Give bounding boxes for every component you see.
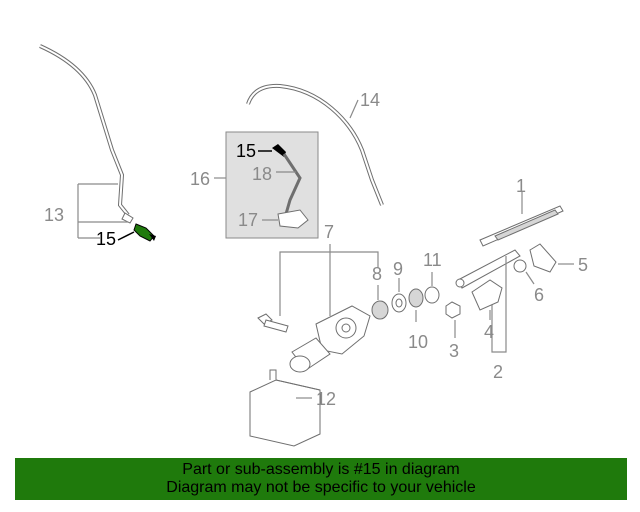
washer-hose-13 [39,44,134,224]
wiper-motor-7 [289,305,371,373]
nut-3 [445,301,461,319]
label-3: 3 [449,341,459,361]
nozzle-15-highlight [133,223,156,242]
callout-7-bracket [279,251,379,316]
info-banner: Part or sub-assembly is #15 in diagram D… [15,458,627,500]
washer-10 [408,288,424,308]
label-18: 18 [252,164,272,184]
callout-2-bracket [491,256,507,353]
callout-13-bracket [77,183,128,239]
callout-14-line [349,99,359,119]
label-10: 10 [408,332,428,352]
label-9: 9 [393,259,403,279]
label-15-hose: 15 [96,229,116,249]
banner-line-1: Part or sub-assembly is #15 in diagram [182,461,460,478]
callout-6-line [525,271,535,285]
module-12 [249,369,321,447]
nut-6 [513,259,527,273]
label-14: 14 [360,90,380,110]
cap-5 [529,243,557,273]
bushing-8 [371,300,389,320]
wiper-arm-2 [455,249,521,289]
label-6: 6 [534,285,544,305]
nozzle-15-inset [272,144,286,157]
label-12: 12 [316,389,336,409]
label-11: 11 [423,250,442,270]
arrow-15-hose [117,231,135,241]
label-1: 1 [516,176,526,196]
label-17: 17 [238,210,258,230]
cap-4 [471,279,503,311]
label-7: 7 [324,222,334,242]
banner-line-2: Diagram may not be specific to your vehi… [166,479,476,496]
label-8: 8 [372,264,382,284]
hose-14 [246,83,384,206]
wiper-blade-1 [479,205,564,247]
label-5: 5 [578,255,588,275]
label-16: 16 [190,169,210,189]
label-15-inset: 15 [236,141,256,161]
bolt [257,313,289,333]
label-4: 4 [484,322,494,342]
label-13: 13 [44,205,64,225]
label-2: 2 [493,362,503,382]
part-17 [277,209,309,229]
washer-11 [424,286,440,304]
hose-18 [282,153,302,215]
washer-9-hole [395,298,403,308]
